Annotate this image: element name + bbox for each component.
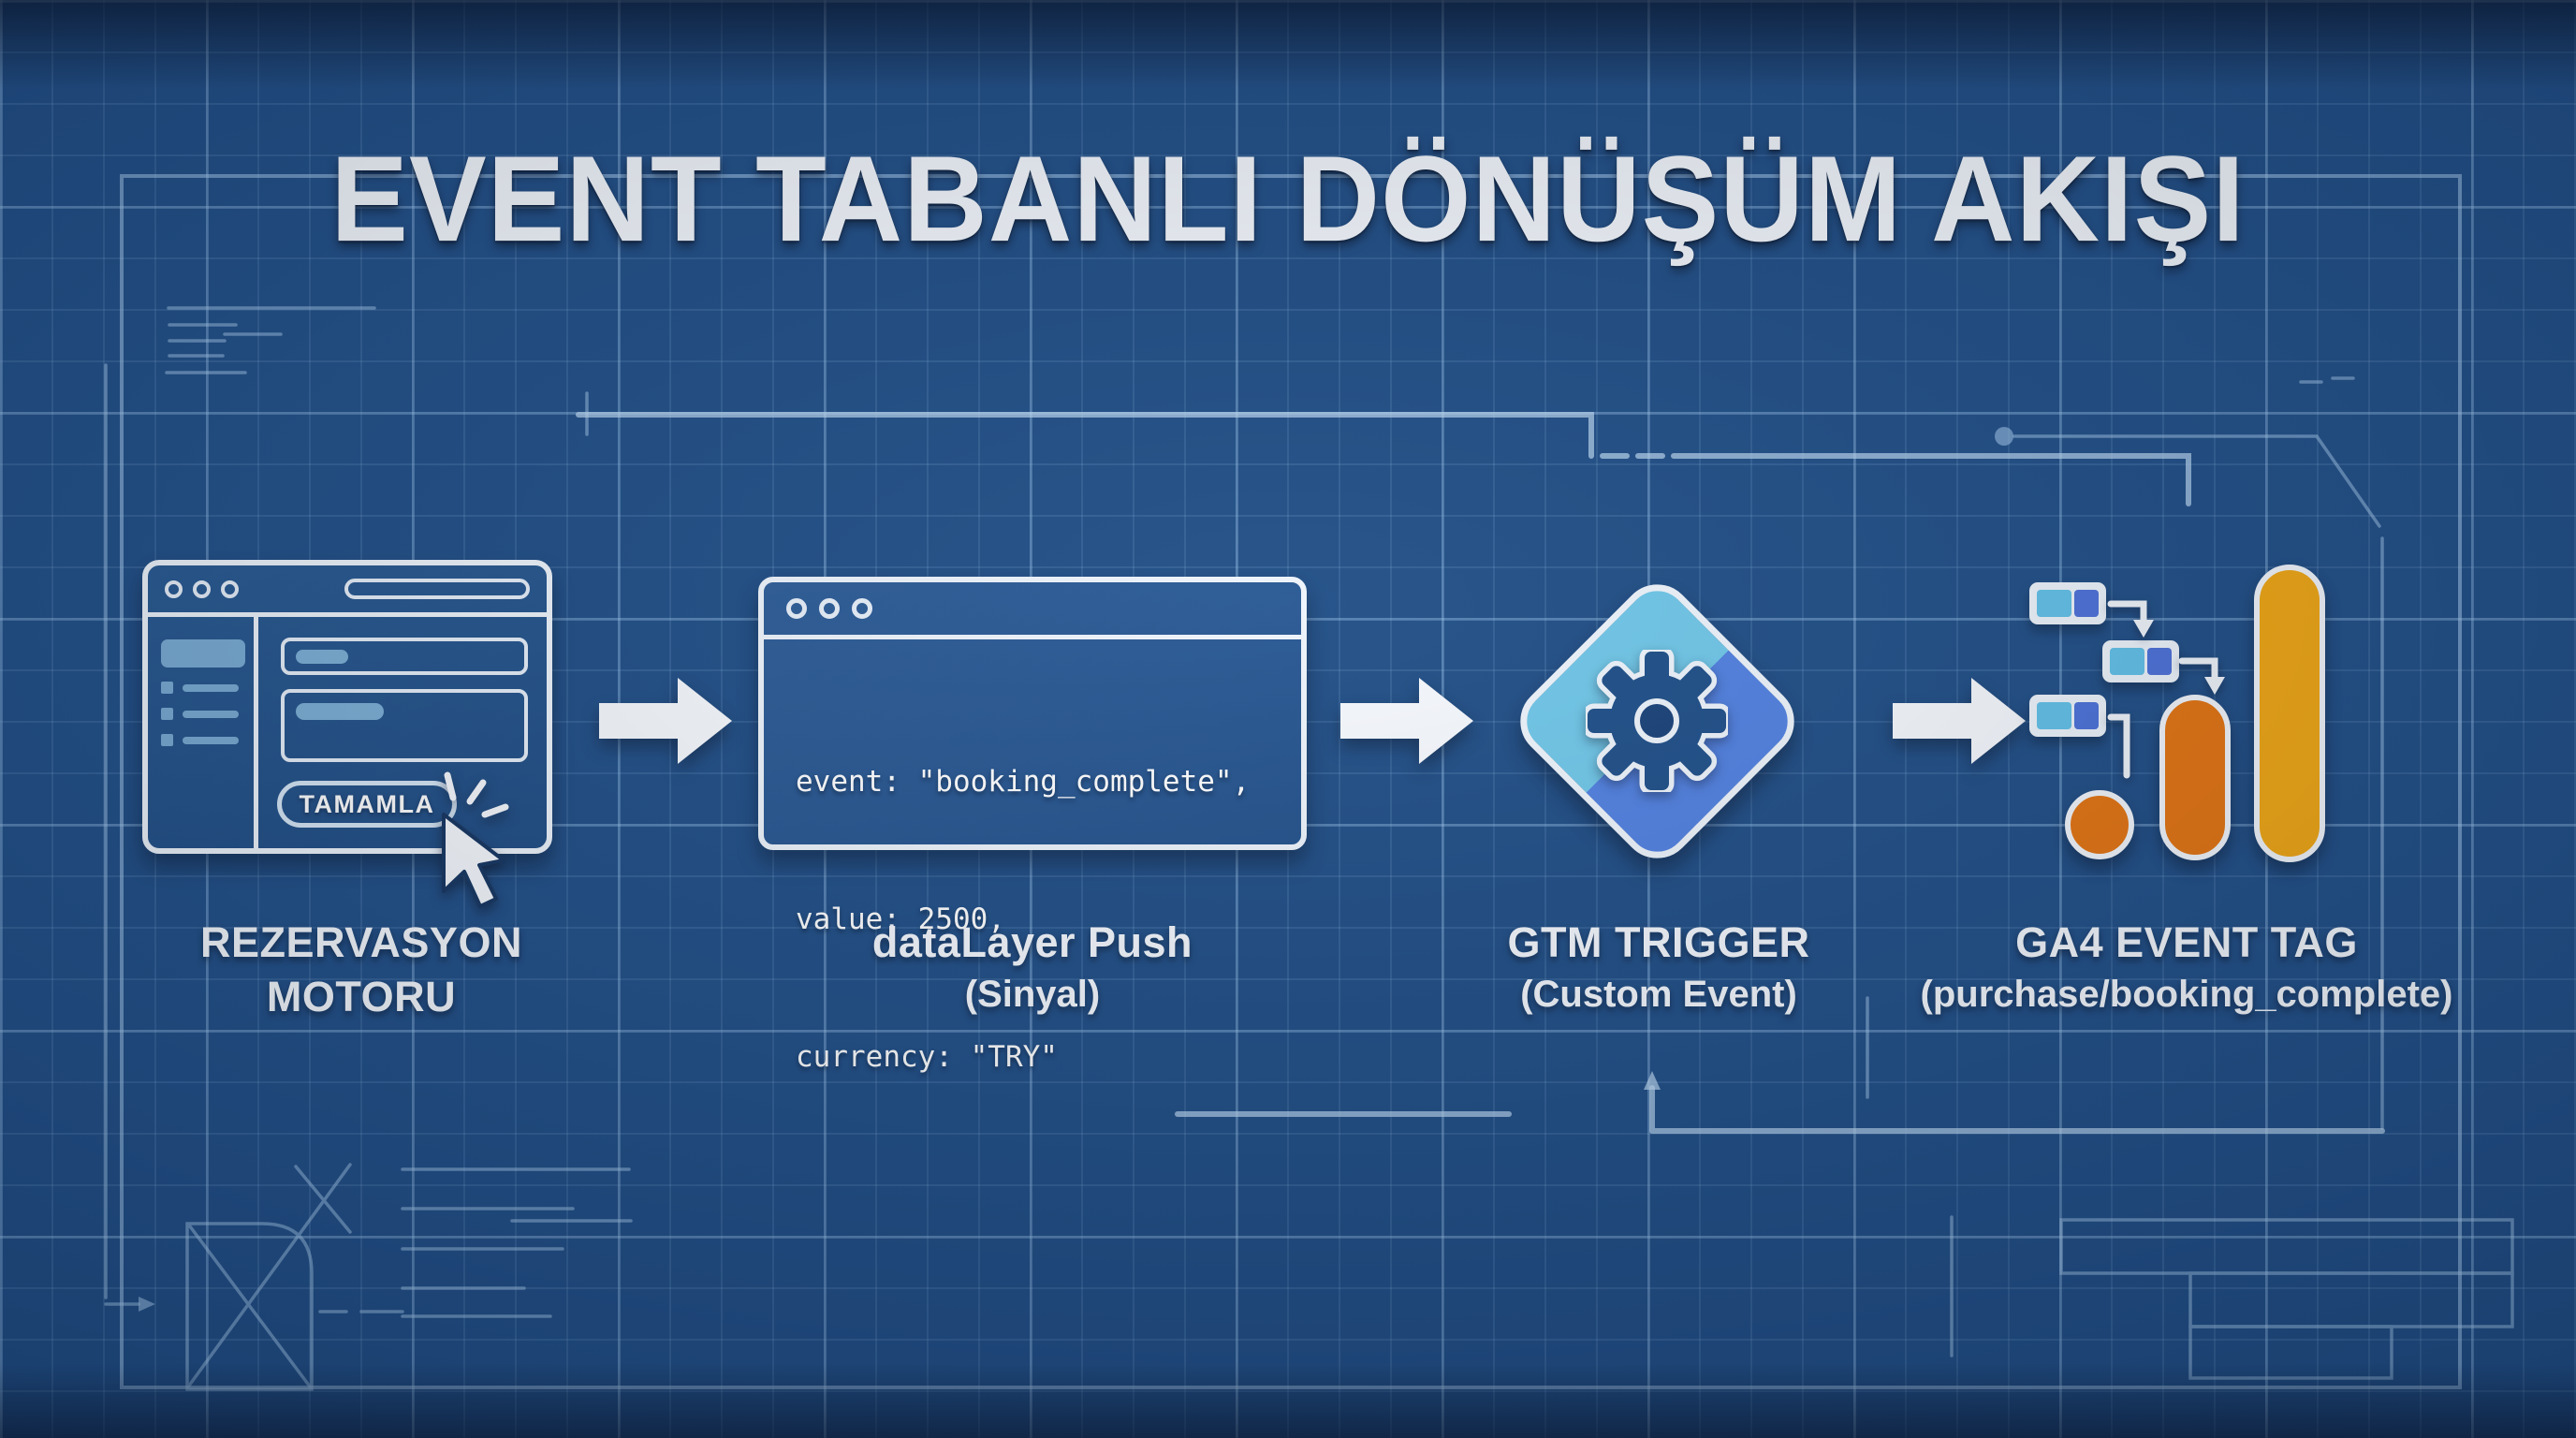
code-line: currency: "TRY": [796, 1040, 1058, 1074]
sidebar-row: [161, 708, 242, 720]
label-line1: GA4 EVENT TAG: [2015, 918, 2358, 966]
flow-arrow-icon: [1340, 678, 1473, 764]
window-dot-icon: [221, 580, 239, 598]
datalayer-code-window: event: "booking_complete", value: 2500, …: [758, 577, 1307, 1074]
browser-titlebar: [148, 565, 547, 617]
field-value-stub: [296, 650, 348, 664]
sidebar-block: [161, 639, 245, 668]
event-flow-connectors: [2107, 600, 2225, 779]
window-dot-icon: [819, 598, 840, 619]
gtm-trigger-label: GTM TRIGGER (Custom Event): [1378, 916, 1939, 1019]
code-line: event: "booking_complete",: [796, 765, 1251, 799]
label-line1: REZERVASYON: [200, 918, 522, 966]
page-title: EVENT TABANLI DÖNÜŞÜM AKIŞI: [330, 131, 2246, 268]
text-stub: [183, 736, 239, 744]
browser-sidebar: [148, 617, 258, 848]
sidebar-row: [161, 682, 242, 694]
flow-arrow-icon: [599, 678, 732, 764]
field-value-stub: [296, 703, 384, 720]
sidebar-row: [161, 734, 242, 746]
form-field: [281, 638, 528, 675]
ga4-logo-tall-bar: [2254, 565, 2325, 862]
label-line2: (Sinyal): [964, 974, 1101, 1015]
cursor-click-icon: [442, 771, 509, 908]
url-bar: [344, 579, 530, 599]
gear-icon: [1586, 650, 1728, 792]
bullet-icon: [161, 682, 173, 694]
form-field: [281, 689, 528, 762]
window-dot-icon: [852, 598, 872, 619]
label-line2: MOTORU: [266, 973, 457, 1020]
label-line1: GTM TRIGGER: [1507, 918, 1810, 966]
window-dot-icon: [165, 580, 183, 598]
window-dot-icon: [193, 580, 211, 598]
text-stub: [183, 710, 239, 718]
window-dot-icon: [786, 598, 807, 619]
bullet-icon: [161, 734, 173, 746]
booking-engine-label: REZERVASYON MOTORU: [80, 916, 642, 1024]
bullet-icon: [161, 708, 173, 720]
label-line2: (Custom Event): [1520, 974, 1797, 1015]
text-stub: [183, 683, 239, 692]
label-line1: dataLayer Push: [871, 918, 1193, 966]
ga4-event-tag-label: GA4 EVENT TAG (purchase/booking_complete…: [1887, 916, 2486, 1019]
label-line2: (purchase/booking_complete): [1920, 974, 2453, 1015]
ga4-logo-circle: [2065, 790, 2134, 859]
code-window-titlebar: [764, 582, 1301, 639]
ga4-logo-mid-bar: [2159, 695, 2231, 860]
datalayer-push-label: dataLayer Push (Sinyal): [752, 916, 1313, 1019]
